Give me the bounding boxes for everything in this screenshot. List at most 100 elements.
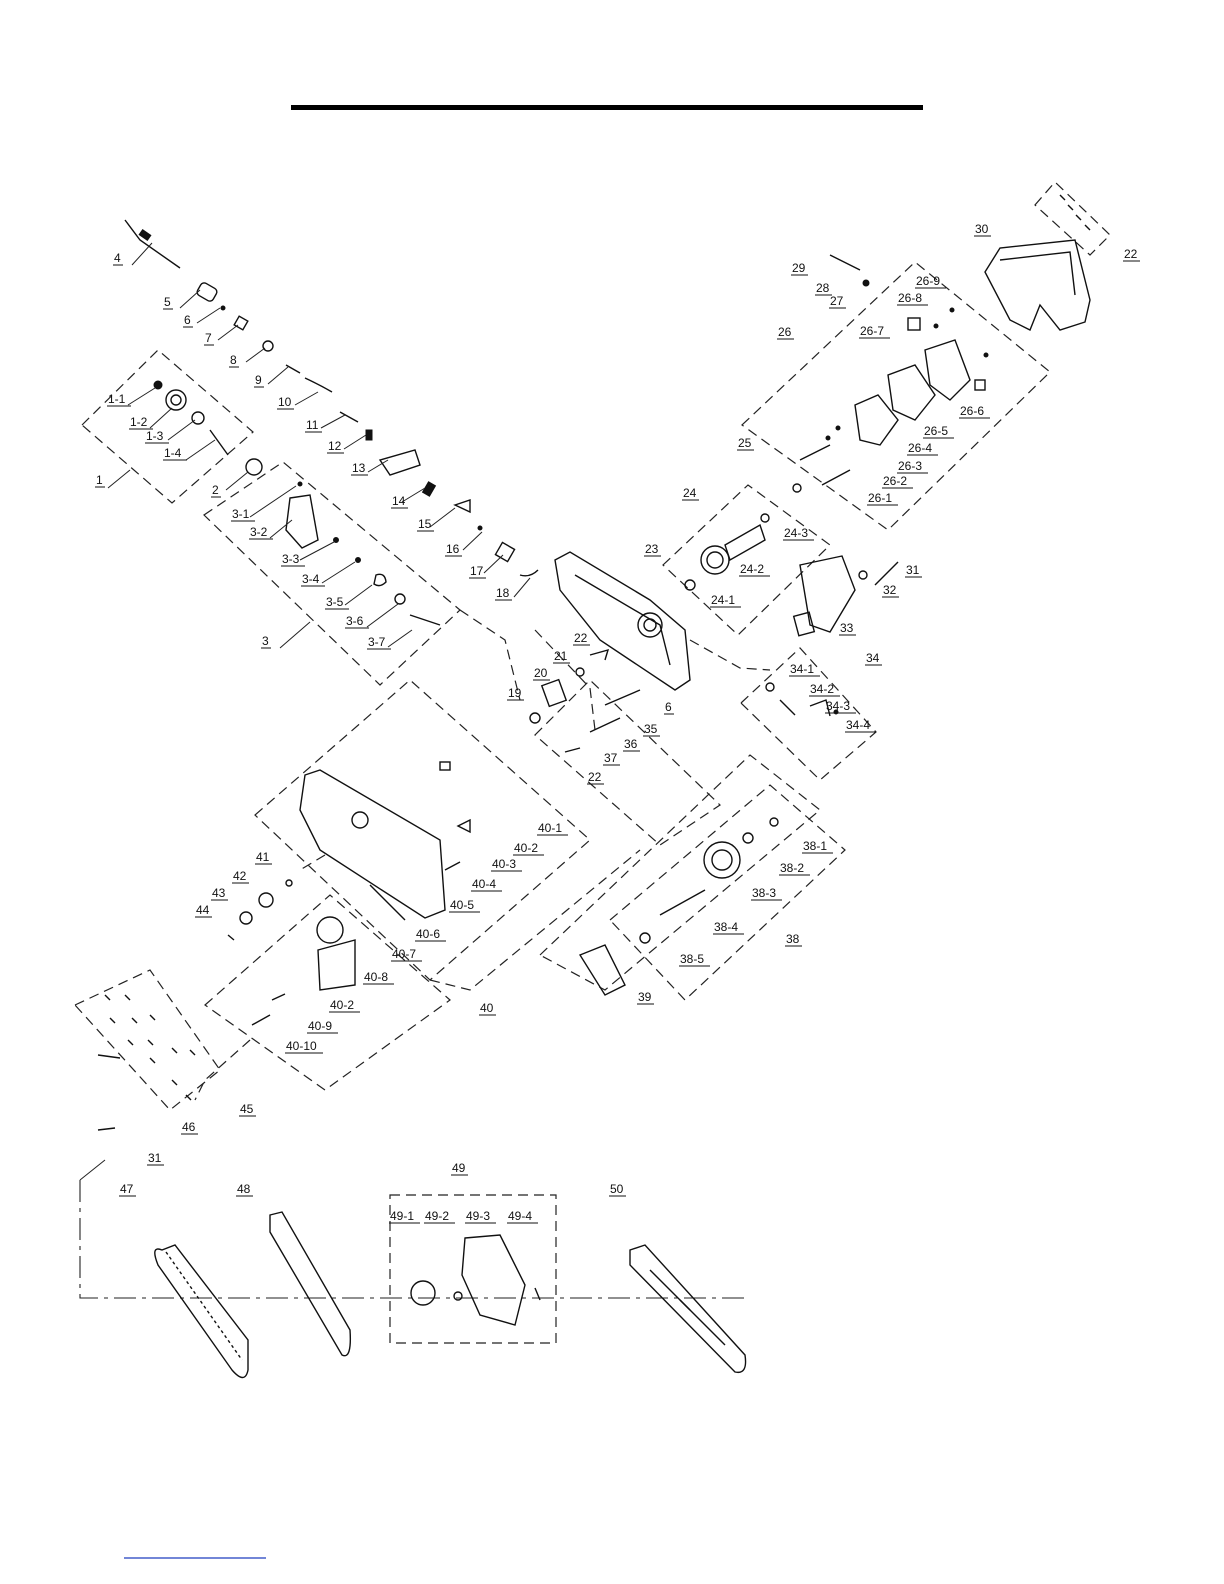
callout-3-4: 3-4 — [302, 572, 320, 586]
callout-6: 6 — [184, 313, 191, 327]
callout-24-3: 24-3 — [784, 526, 808, 540]
callout-38-5: 38-5 — [680, 952, 704, 966]
callout-34: 34 — [866, 651, 880, 665]
callout-3-2: 3-2 — [250, 525, 268, 539]
callout-46: 46 — [182, 1120, 196, 1134]
callout-49-1: 49-1 — [390, 1209, 414, 1223]
callout-38: 38 — [786, 932, 800, 946]
callout-49-3: 49-3 — [466, 1209, 490, 1223]
callout-25: 25 — [738, 436, 752, 450]
callout-34-4: 34-4 — [846, 718, 870, 732]
callout-15: 15 — [418, 517, 432, 531]
callout-26-6: 26-6 — [960, 404, 984, 418]
callout-21: 21 — [554, 649, 568, 663]
callout-31: 31 — [906, 563, 920, 577]
callout-26-9: 26-9 — [916, 274, 940, 288]
callout-1-2: 1-2 — [130, 415, 148, 429]
callout-26-1: 26-1 — [868, 491, 892, 505]
callout-4: 4 — [114, 251, 121, 265]
callout-34-2: 34-2 — [810, 682, 834, 696]
callout-26: 26 — [778, 325, 792, 339]
callout-36: 36 — [624, 737, 638, 751]
callout-24-1: 24-1 — [711, 593, 735, 607]
callout-1-3: 1-3 — [146, 429, 164, 443]
header-rule — [291, 105, 923, 110]
callout-40-8: 40-8 — [364, 970, 388, 984]
callout-1-4: 1-4 — [164, 446, 182, 460]
group-boxes — [74, 181, 1111, 1344]
callout-1: 1 — [96, 473, 103, 487]
callout-10: 10 — [278, 395, 292, 409]
callout-11: 11 — [306, 418, 319, 432]
callout-40-10: 40-10 — [286, 1039, 317, 1053]
callout-49-4: 49-4 — [508, 1209, 532, 1223]
callout-40-5: 40-5 — [450, 898, 474, 912]
callout-40-4: 40-4 — [472, 877, 496, 891]
callout-49: 49 — [452, 1161, 466, 1175]
callout-19: 19 — [508, 686, 522, 700]
callout-41: 41 — [256, 850, 270, 864]
callout-47: 47 — [120, 1182, 134, 1196]
callout-6: 6 — [665, 700, 672, 714]
callout-31: 31 — [148, 1151, 162, 1165]
callout-12: 12 — [328, 439, 342, 453]
callout-18: 18 — [496, 586, 510, 600]
callout-13: 13 — [352, 461, 366, 475]
callout-23: 23 — [645, 542, 659, 556]
callout-40-2: 40-2 — [330, 998, 354, 1012]
callout-29: 29 — [792, 261, 806, 275]
callout-26-7: 26-7 — [860, 324, 884, 338]
callout-17: 17 — [470, 564, 484, 578]
callout-8: 8 — [230, 353, 237, 367]
callout-3-1: 3-1 — [232, 507, 250, 521]
callout-49-2: 49-2 — [425, 1209, 449, 1223]
callout-14: 14 — [392, 494, 406, 508]
callout-22: 22 — [574, 631, 588, 645]
callout-33: 33 — [840, 621, 854, 635]
callout-40-7: 40-7 — [392, 947, 416, 961]
parts-artwork — [97, 194, 1091, 1379]
callout-30: 30 — [975, 222, 989, 236]
callout-37: 37 — [604, 751, 618, 765]
callout-44: 44 — [196, 903, 210, 917]
callout-9: 9 — [255, 373, 262, 387]
callout-40-3: 40-3 — [492, 857, 516, 871]
callout-34-3: 34-3 — [826, 699, 850, 713]
callout-16: 16 — [446, 542, 460, 556]
callout-5: 5 — [164, 295, 171, 309]
callout-48: 48 — [237, 1182, 251, 1196]
callout-43: 43 — [212, 886, 226, 900]
callout-20: 20 — [534, 666, 548, 680]
callout-38-4: 38-4 — [714, 920, 738, 934]
callout-28: 28 — [816, 281, 830, 295]
callout-40-6: 40-6 — [416, 927, 440, 941]
callout-38-3: 38-3 — [752, 886, 776, 900]
callout-32: 32 — [883, 583, 897, 597]
callout-3-3: 3-3 — [282, 552, 300, 566]
leader-lines — [107, 242, 531, 649]
callout-27: 27 — [830, 294, 844, 308]
callout-40-1: 40-1 — [538, 821, 562, 835]
callout-40: 40 — [480, 1001, 494, 1015]
assembly-axis — [79, 1180, 745, 1299]
callout-1-1: 1-1 — [108, 392, 126, 406]
callout-24: 24 — [683, 486, 697, 500]
callout-22: 22 — [1124, 247, 1138, 261]
callout-7: 7 — [205, 331, 212, 345]
callout-45: 45 — [240, 1102, 254, 1116]
callout-3-5: 3-5 — [326, 595, 344, 609]
callout-3-7: 3-7 — [368, 635, 386, 649]
callout-26-3: 26-3 — [898, 459, 922, 473]
callout-34-1: 34-1 — [790, 662, 814, 676]
callout-38-2: 38-2 — [780, 861, 804, 875]
callout-26-5: 26-5 — [924, 424, 948, 438]
callout-35: 35 — [644, 722, 658, 736]
callout-39: 39 — [638, 990, 652, 1004]
callout-24-2: 24-2 — [740, 562, 764, 576]
callout-38-1: 38-1 — [803, 839, 827, 853]
callout-3-6: 3-6 — [346, 614, 364, 628]
callout-labels: 11-11-21-31-4233-13-23-33-43-53-63-74567… — [95, 222, 1140, 1224]
callout-22: 22 — [588, 770, 602, 784]
callout-2: 2 — [212, 483, 219, 497]
